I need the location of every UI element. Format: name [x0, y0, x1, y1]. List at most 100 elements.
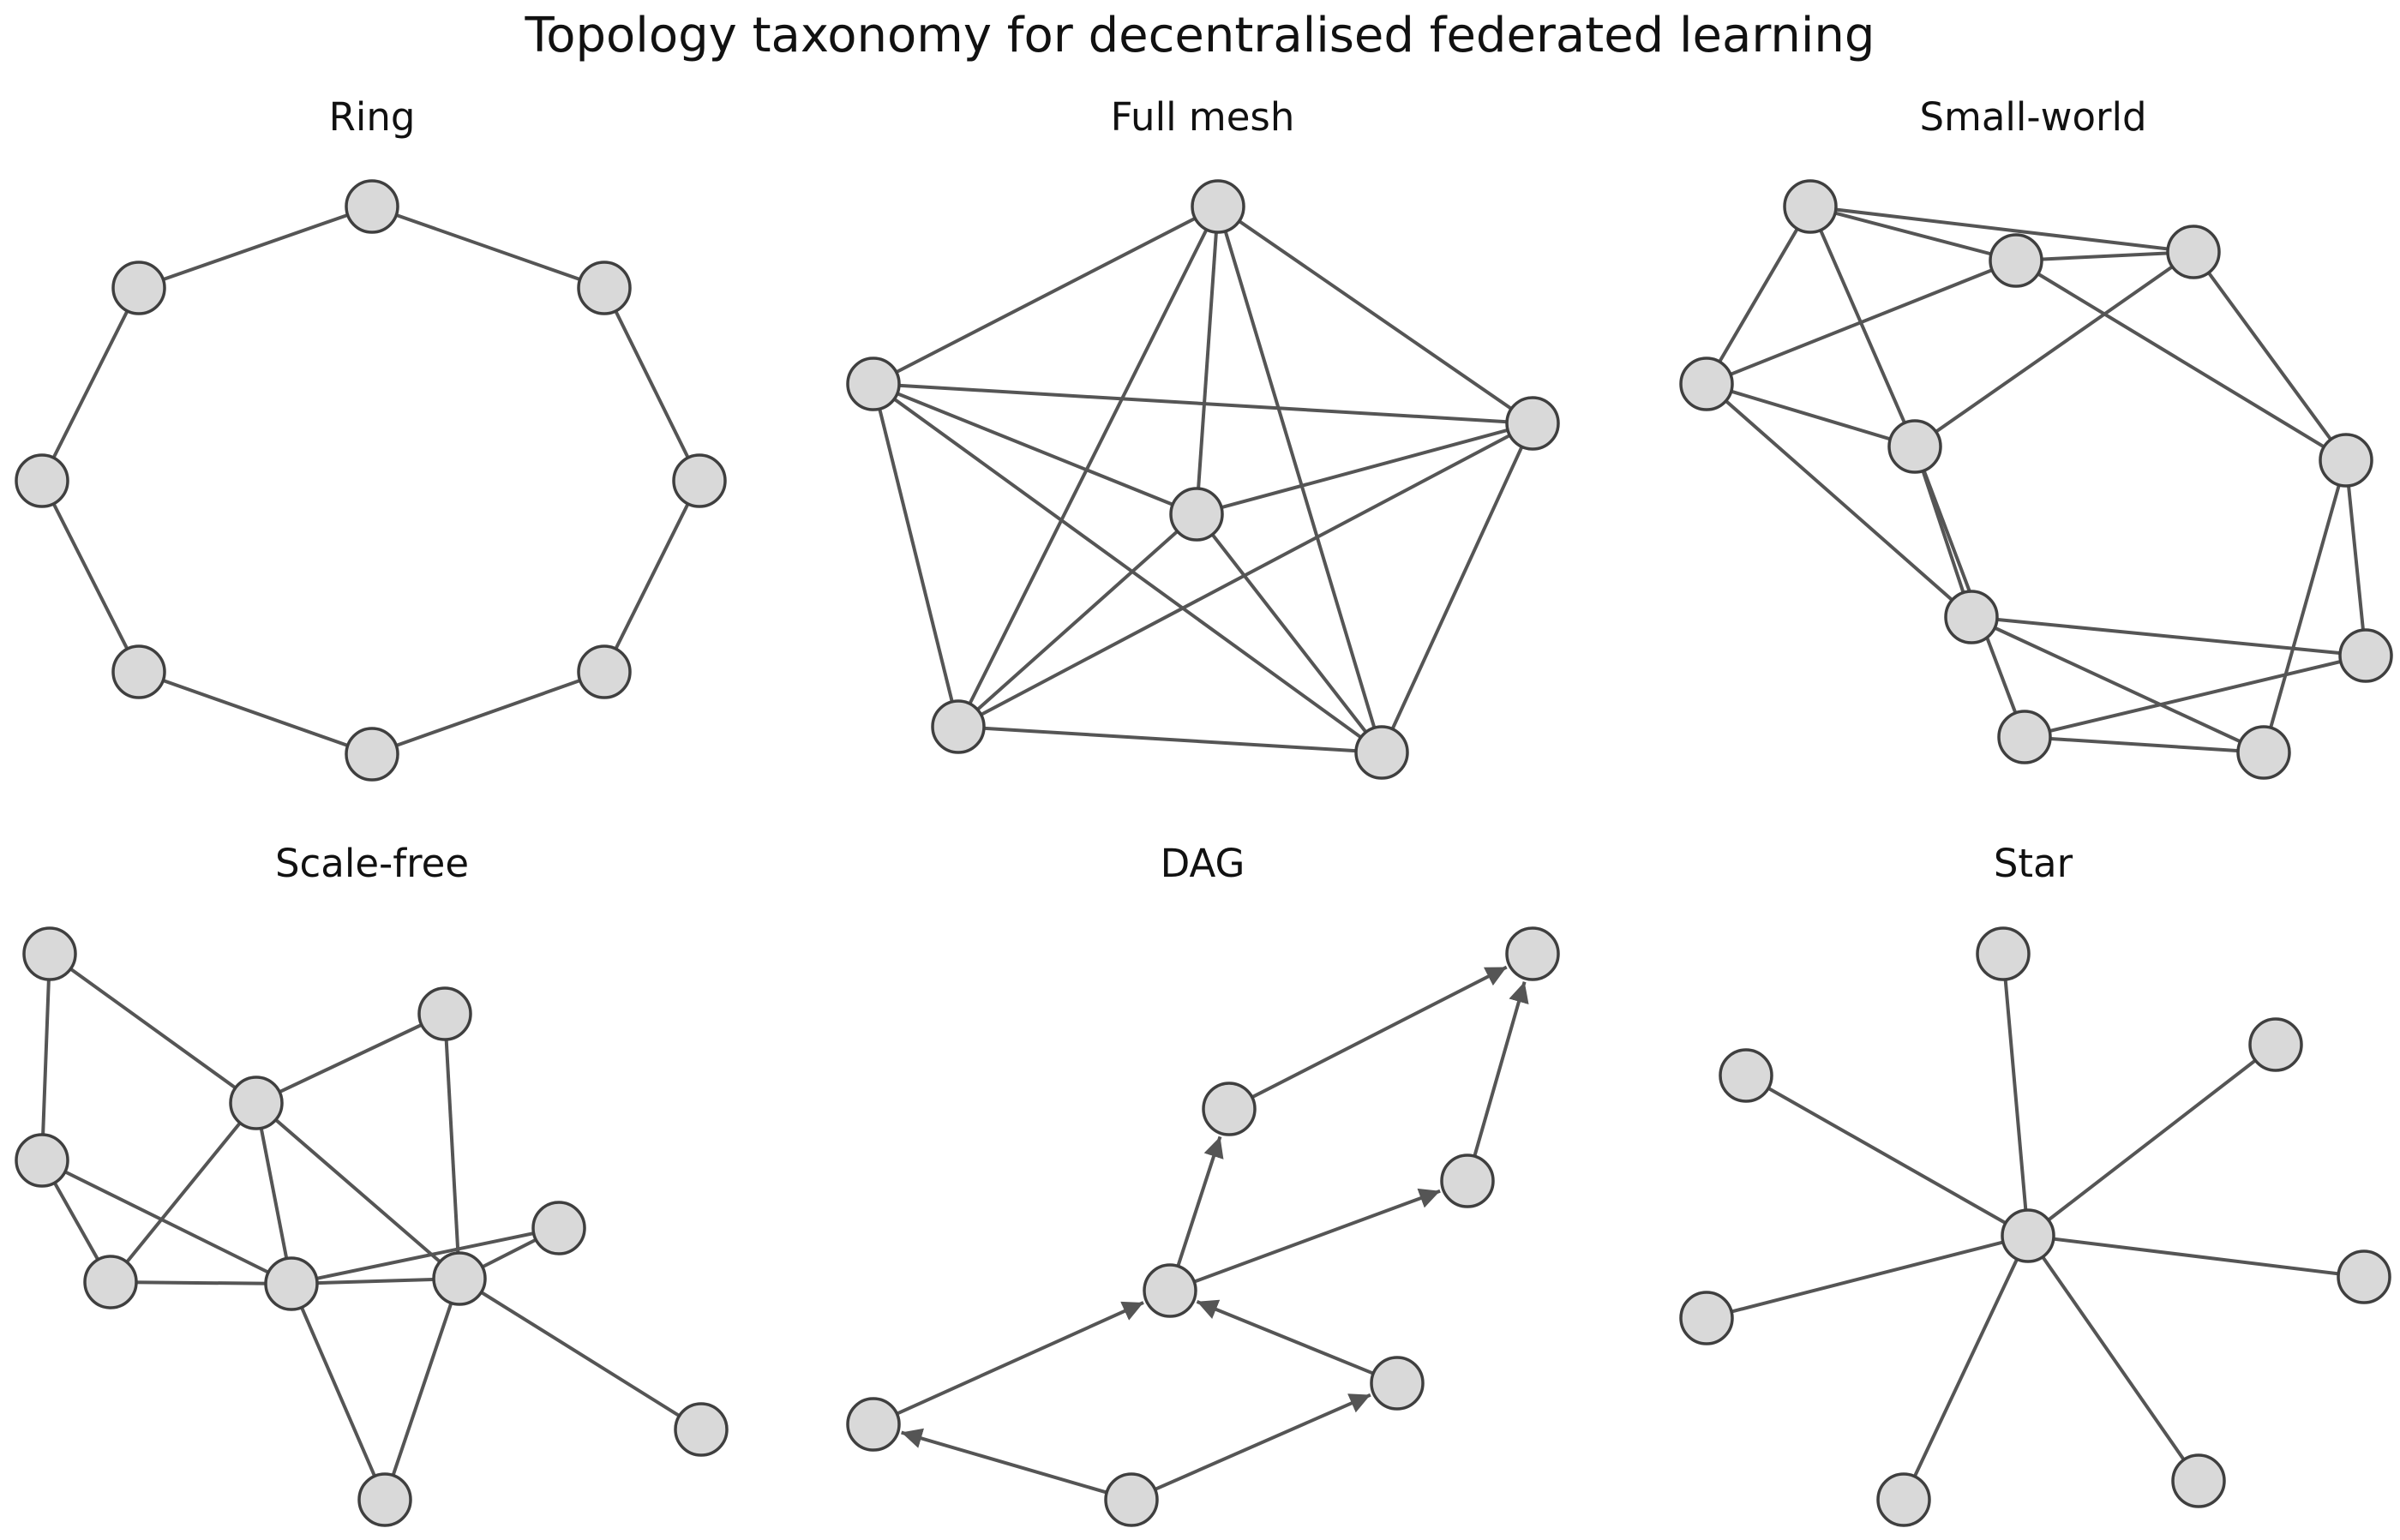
- star-edge: [2027, 1234, 2365, 1279]
- small-world-edge: [1971, 615, 2265, 754]
- star-node: [1679, 1291, 1734, 1345]
- full-mesh-edge: [1195, 206, 1220, 515]
- full-mesh-edge: [873, 382, 1533, 425]
- scale-free-edge: [458, 1277, 703, 1431]
- star-node: [2248, 1017, 2303, 1072]
- scale-free-edge: [291, 1277, 460, 1285]
- dag-arrow: [896, 1301, 1144, 1416]
- small-world-edge: [1809, 205, 2017, 262]
- full-mesh-edge: [873, 205, 1219, 386]
- small-world-edge: [1809, 205, 2194, 254]
- small-world-node: [2236, 725, 2291, 780]
- dag-node: [1104, 1472, 1159, 1527]
- graph-full-mesh: [846, 179, 1560, 780]
- full-mesh-node: [1505, 396, 1560, 451]
- graph-panels: [15, 179, 2393, 1527]
- star-edge: [2026, 1234, 2200, 1483]
- ring-edge: [371, 205, 605, 290]
- full-mesh-edge: [1196, 422, 1533, 516]
- small-world-node: [1944, 590, 1999, 644]
- small-world-node: [1997, 710, 2052, 764]
- small-world-node: [1679, 357, 1734, 411]
- graph-star: [1679, 926, 2391, 1527]
- small-world-edge: [2014, 259, 2348, 462]
- ring-edge: [371, 670, 605, 756]
- small-world-edge: [2015, 250, 2194, 262]
- full-mesh-edge: [873, 382, 1197, 516]
- scale-free-edge: [255, 1102, 293, 1285]
- panel-title-ring: Ring: [329, 94, 416, 140]
- panel-title-star: Star: [1994, 841, 2073, 886]
- panel-title-small-world: Small-world: [1919, 94, 2146, 140]
- star-edge: [1902, 1235, 2030, 1501]
- small-world-edge: [2024, 654, 2367, 739]
- ring-edge: [138, 205, 373, 290]
- scale-free-node: [357, 1472, 412, 1527]
- star-node: [2337, 1249, 2391, 1304]
- scale-free-node: [531, 1201, 586, 1255]
- dag-arrow: [901, 1428, 1107, 1495]
- ring-node: [111, 644, 166, 699]
- dag-arrow: [1196, 1299, 1374, 1375]
- full-mesh-edge: [872, 383, 960, 728]
- full-mesh-node: [1191, 179, 1245, 234]
- small-world-edge: [1913, 250, 2195, 448]
- small-world-edge: [1706, 382, 1916, 448]
- star-node: [1876, 1472, 1931, 1527]
- dag-node: [1505, 926, 1560, 981]
- ring-edge: [40, 480, 141, 673]
- dag-arrow: [1176, 1136, 1224, 1267]
- scale-free-edge: [255, 1101, 461, 1280]
- scale-free-node: [22, 926, 77, 981]
- ring-node: [15, 453, 69, 508]
- ring-edge: [138, 670, 373, 756]
- star-edge: [2026, 1043, 2277, 1237]
- small-world-edge: [1706, 259, 2017, 386]
- ring-node: [111, 261, 166, 315]
- scale-free-node: [432, 1251, 487, 1306]
- ring-edge: [603, 480, 701, 673]
- full-mesh-edge: [957, 725, 1383, 754]
- ring-node: [577, 261, 632, 315]
- small-world-node: [2338, 628, 2393, 683]
- scale-free-node: [83, 1255, 138, 1309]
- small-world-edge: [1971, 615, 2367, 657]
- panel-title-scale-free: Scale-free: [275, 841, 469, 886]
- full-mesh-edge: [1380, 422, 1534, 753]
- star-edge: [1745, 1074, 2029, 1237]
- small-world-edge: [1913, 446, 1973, 618]
- scale-free-edge: [110, 1280, 292, 1285]
- star-node: [2171, 1453, 2226, 1508]
- scale-free-edge: [255, 1012, 446, 1105]
- scale-free-node: [674, 1402, 729, 1457]
- dag-arrow: [1193, 1188, 1441, 1284]
- small-world-node: [1989, 233, 2043, 288]
- full-mesh-edge: [957, 206, 1220, 728]
- full-mesh-edge: [872, 382, 1383, 754]
- graph-ring: [15, 179, 727, 782]
- dag-arrow: [1154, 1393, 1371, 1491]
- ring-node: [672, 453, 727, 508]
- star-node: [2001, 1208, 2055, 1263]
- scale-free-edge: [40, 953, 51, 1161]
- dag-node: [1440, 1154, 1495, 1208]
- full-mesh-node: [931, 699, 986, 754]
- graph-scale-free: [15, 926, 729, 1527]
- dag-node: [1370, 1356, 1425, 1411]
- small-world-edge: [2262, 459, 2348, 753]
- full-mesh-edge: [1216, 205, 1534, 425]
- star-edge: [2001, 953, 2030, 1237]
- star-node: [1719, 1048, 1773, 1103]
- panel-title-full-mesh: Full mesh: [1111, 94, 1295, 140]
- small-world-edge: [1705, 382, 1973, 619]
- star-node: [1976, 926, 2031, 981]
- small-world-node: [1783, 179, 1838, 234]
- scale-free-node: [417, 986, 472, 1041]
- full-mesh-node: [1169, 487, 1224, 542]
- scale-free-edge: [109, 1101, 258, 1284]
- dag-node: [846, 1397, 901, 1452]
- scale-free-node: [264, 1256, 319, 1311]
- scale-free-node: [229, 1076, 284, 1130]
- small-world-edge: [2192, 250, 2348, 462]
